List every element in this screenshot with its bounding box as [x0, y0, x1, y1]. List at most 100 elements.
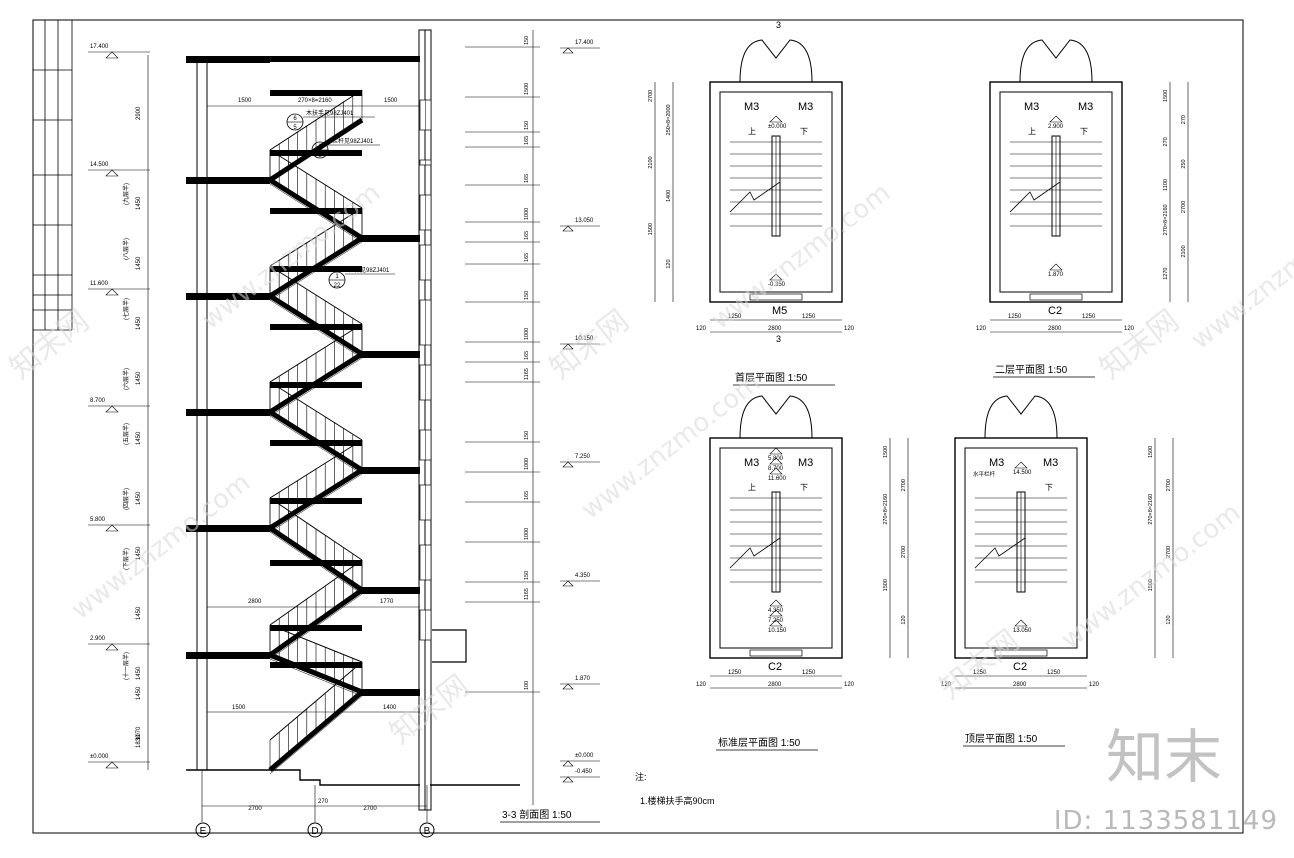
- rail-note: 水平栏杆: [973, 470, 996, 478]
- mid-dim-1: 2800: [248, 599, 262, 605]
- plan-side-dim: 2700: [1166, 546, 1172, 558]
- plan-dim: 1250: [802, 670, 816, 676]
- plan-dim: 1250: [1008, 314, 1022, 320]
- handrail: [269, 624, 363, 663]
- plan-edge-dim: 120: [1089, 682, 1100, 688]
- floor-slab: [186, 293, 270, 300]
- plan-dim-total: 2800: [1048, 326, 1062, 332]
- callout-handrail: 6 5 木扶手见98ZJ401: [286, 109, 375, 131]
- floor-note: (四层半): [122, 488, 130, 510]
- level-markers-right: 17.40013.05010.1507.2504.3501.870±0.000-…: [560, 40, 600, 783]
- door-label: M3: [1024, 101, 1039, 113]
- callout-handrail-num: 6: [293, 116, 297, 122]
- handrail: [269, 89, 363, 151]
- right-dim: 165: [524, 253, 530, 262]
- level-label: 8.700: [90, 398, 106, 404]
- handrail: [269, 661, 363, 741]
- flight-underside: [269, 695, 363, 775]
- right-dim: 1500: [524, 83, 530, 95]
- flight-underside: [269, 241, 363, 301]
- plan-level-label: 11.600: [768, 476, 787, 482]
- plan-inner-wall: [719, 91, 833, 293]
- plan-window: [749, 293, 803, 301]
- left-dim: 1450: [136, 491, 142, 505]
- landing-slab: [358, 689, 420, 696]
- plan-title: 首层平面图 1:50: [735, 371, 808, 384]
- plan-level-label: 10.150: [768, 628, 787, 634]
- plan-side-dim: 1500: [648, 223, 654, 235]
- left-dim: 1450: [136, 606, 142, 620]
- flight-underside: [269, 183, 363, 243]
- axis-label-b: B: [424, 826, 431, 837]
- watermark-brand: 知末网: [543, 303, 635, 386]
- floor-note: (六层半): [122, 368, 130, 390]
- plan-title: 二层平面图 1:50: [995, 364, 1068, 376]
- right-dim: 165: [524, 231, 530, 240]
- plan-edge-dim: 120: [696, 326, 707, 332]
- flight-underside: [269, 593, 363, 660]
- plan-dim-total: 2800: [1013, 682, 1027, 688]
- plan-level-triangle: [1014, 461, 1028, 469]
- plan-level-label: 5.800: [768, 456, 784, 462]
- callout-railing-2-num: 1: [335, 274, 339, 280]
- level-label: 11.600: [90, 281, 109, 287]
- plan-level-triangle: [1049, 263, 1063, 271]
- plan-side-dim: 1500: [883, 579, 889, 591]
- left-dim: 1450: [136, 666, 142, 680]
- landing-slab: [358, 587, 420, 594]
- left-dimensions: 2900145014501450145014501450145014501450…: [122, 106, 142, 748]
- plan-side-dim: 270×8=2160: [883, 494, 889, 525]
- plan-level-triangle: [769, 609, 783, 617]
- level-label: 17.400: [90, 44, 109, 50]
- down-label: 下: [800, 483, 808, 492]
- right-level-triangle: [562, 47, 574, 54]
- plan-edge-dim: 120: [941, 682, 952, 688]
- roof-slab: [186, 56, 420, 62]
- landing-slab: [358, 235, 420, 242]
- down-label: 下: [800, 127, 808, 136]
- handrail: [269, 323, 363, 383]
- ground-line: [186, 769, 520, 786]
- landing-rail: [270, 440, 362, 446]
- plan-side-dim: 250×8=2000: [666, 104, 672, 135]
- floor-slab: [186, 177, 270, 184]
- axis-lines: [201, 770, 428, 822]
- watermark-brand: 知末网: [1093, 303, 1185, 386]
- plan-level-label: ±0.000: [768, 124, 787, 130]
- left-dim: 1450: [136, 546, 142, 560]
- brand-logo-watermark: 知末: [1105, 723, 1222, 791]
- plan-edge-dim: 120: [844, 326, 855, 332]
- section-mark-bottom: 3: [776, 334, 781, 344]
- plan-side-dim: 1400: [666, 190, 672, 202]
- plan-side-dim: 270: [1181, 115, 1187, 124]
- landing-rail: [270, 90, 362, 96]
- plan-outer-wall: [709, 81, 843, 303]
- plan-window: [749, 649, 803, 657]
- callout-railing-2-text: 栏杆见98ZJ401: [348, 266, 390, 274]
- plan-level-triangle: [769, 115, 783, 123]
- plan-side-dim: 2700: [1181, 201, 1187, 213]
- plan-dim: 1250: [1047, 670, 1061, 676]
- level-label: ±0.000: [90, 754, 109, 760]
- down-label: 下: [1080, 127, 1088, 136]
- plan-dim: 1250: [728, 670, 742, 676]
- plan-hood: [1019, 39, 1093, 83]
- flight-underside: [269, 415, 363, 475]
- left-dim: 1450: [136, 431, 142, 445]
- watermark-url: www.znzmo.com: [1186, 198, 1294, 356]
- plan-side-dim: 120: [901, 615, 907, 624]
- landing-slab: [358, 467, 420, 474]
- plan-outer-wall: [989, 81, 1123, 303]
- window-tag: C2: [1048, 305, 1062, 317]
- level-triangle: [105, 761, 119, 769]
- right-level-triangle: [562, 343, 574, 350]
- plan-edge-dim: 120: [696, 682, 707, 688]
- top-dim-3: 1500: [384, 98, 398, 104]
- right-dim: 1165: [524, 588, 530, 600]
- floor-note: (九层半): [122, 183, 130, 205]
- level-triangle: [105, 169, 119, 177]
- plan-side-dim: 2100: [648, 156, 654, 168]
